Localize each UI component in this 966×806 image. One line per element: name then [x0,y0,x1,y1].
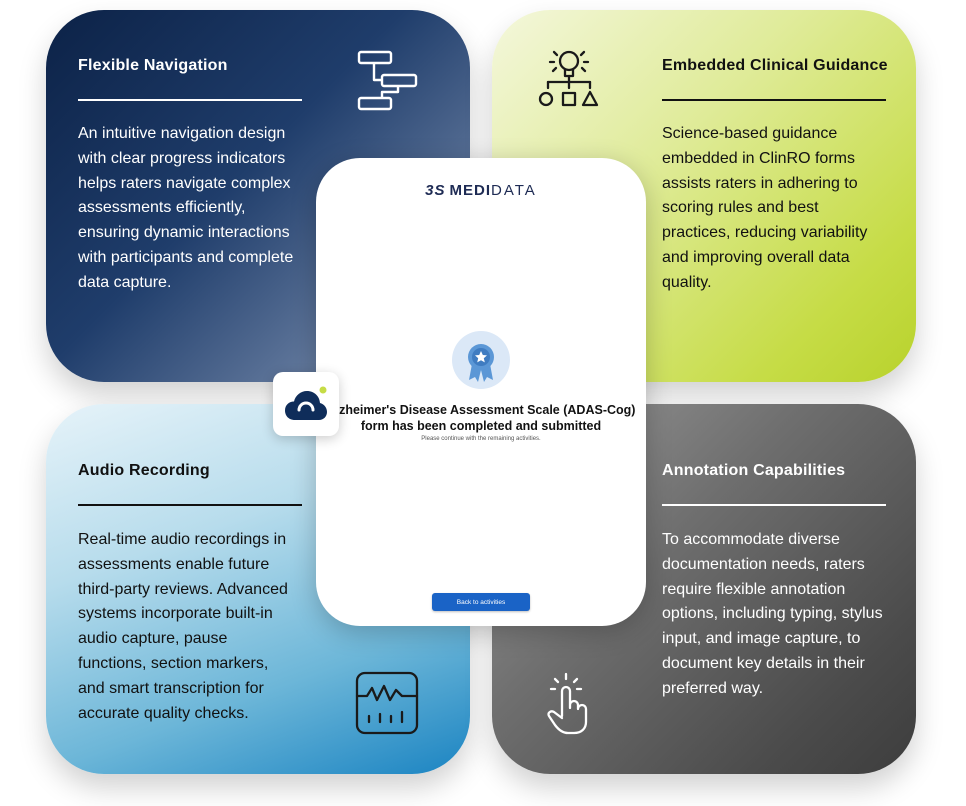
description-line: practices, reducing variability [662,224,868,242]
card-title: Audio Recording [78,462,210,479]
description-line: documentation needs, raters [662,555,865,573]
description-line: assists raters in adhering to [662,174,858,192]
description-line: helps raters navigate complex [78,174,291,192]
completion-title-line: form has been completed and submitted [360,419,602,433]
description-line: with clear progress indicators [78,149,286,167]
back-to-activities-button[interactable]: Back to activities [432,593,530,611]
description-line: preferred way. [662,679,764,697]
card-description: An intuitive navigation design with clea… [78,122,293,296]
completion-subtitle: Please continue with the remaining activ… [421,436,541,442]
card-title: Flexible Navigation [78,57,228,74]
cloud-sync-tile [273,372,339,436]
description-line: document key details in their [662,654,865,672]
divider [78,504,302,506]
description-line: systems incorporate built-in [78,605,273,623]
description-line: functions, section markers, [78,654,269,672]
flowchart-icon [357,50,418,111]
description-line: Science-based guidance [662,125,838,142]
divider [662,99,886,101]
card-description: Science-based guidance embedded in ClinR… [662,122,867,296]
description-line: accurate quality checks. [78,704,249,722]
award-badge-icon [452,331,510,389]
card-title: Embedded Clinical Guidance [662,57,888,74]
lightbulb-shapes-icon [538,50,599,107]
description-line: To accommodate diverse [662,531,840,548]
divider [662,504,886,506]
description-line: require flexible annotation [662,580,846,598]
description-line: and improving overall data [662,248,850,266]
completion-title-line: Alzheimer's Disease Assessment Scale (AD… [326,403,636,417]
description-line: embedded in ClinRO forms [662,149,855,167]
description-line: third-party reviews. Advanced [78,580,288,598]
completion-title: Alzheimer's Disease Assessment Scale (AD… [326,402,636,434]
brand-data: DATA [491,182,537,199]
description-line: assessments enable future [78,555,270,573]
description-line: Real-time audio recordings in [78,531,287,548]
waveform-monitor-icon [355,671,419,735]
tap-hand-icon [547,672,588,735]
description-line: audio capture, pause [78,630,228,648]
description-line: assessments efficiently, [78,199,246,217]
description-line: An intuitive navigation design [78,125,286,142]
description-line: input, and image capture, to [662,630,861,648]
card-title: Annotation Capabilities [662,462,846,479]
description-line: quality. [662,273,712,291]
description-line: data capture. [78,273,172,291]
card-description: To accommodate diverse documentation nee… [662,528,883,702]
brand-medi: MEDI [449,182,492,199]
description-line: scoring rules and best [662,199,819,217]
description-line: options, including typing, stylus [662,605,883,623]
cloud-icon [285,386,327,420]
description-line: with participants and complete [78,248,294,266]
description-line: ensuring dynamic interactions [78,224,290,242]
card-description: Real-time audio recordings in assessment… [78,528,288,726]
divider [78,99,302,101]
brand-ds-mark: 3S [425,182,446,199]
description-line: and smart transcription for [78,679,264,697]
